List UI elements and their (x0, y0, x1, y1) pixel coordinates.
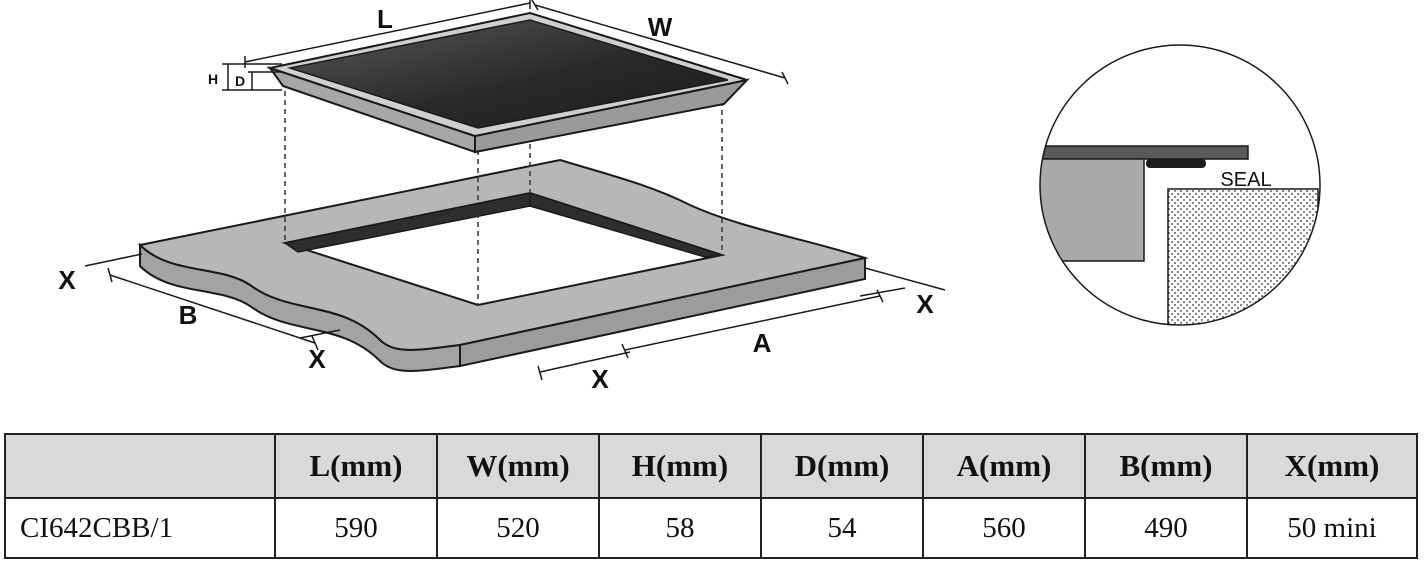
label-L: L (377, 4, 393, 34)
label-X-bottom-middle: X (591, 364, 609, 394)
dimension-labels: L W H D X B X X A X (58, 4, 934, 394)
label-X-bottom-left: X (308, 344, 326, 374)
header-h: H(mm) (598, 433, 762, 499)
seal-detail: SEAL (1039, 44, 1321, 326)
cell-b: 490 (1084, 497, 1248, 559)
label-B: B (179, 300, 198, 330)
projection-lines (284, 82, 723, 305)
detail-seal-strip (1146, 159, 1206, 168)
countertop-right-edge (459, 256, 866, 368)
cell-model: CI642CBB/1 (4, 497, 276, 559)
detail-hob-plate (1040, 145, 1249, 160)
hob (266, 11, 750, 154)
header-l: L(mm) (274, 433, 438, 499)
cell-d: 54 (760, 497, 924, 559)
cell-w: 520 (436, 497, 600, 559)
cell-l: 590 (274, 497, 438, 559)
dimension-lines (84, 0, 946, 381)
label-W: W (648, 12, 673, 42)
countertop (137, 158, 869, 372)
dimensions-table: L(mm) W(mm) H(mm) D(mm) A(mm) B(mm) X(mm… (4, 433, 1418, 559)
label-H: H (208, 71, 218, 87)
cell-a: 560 (922, 497, 1086, 559)
seal-label: SEAL (1220, 169, 1271, 191)
cell-x: 50 mini (1246, 497, 1418, 559)
header-a: A(mm) (922, 433, 1086, 499)
table-row: CI642CBB/1 590 520 58 54 560 490 50 mini (4, 497, 1418, 559)
installation-diagram: L W H D X B X X A X SEAL (58, 0, 1321, 394)
label-D: D (235, 73, 245, 89)
label-X-left: X (58, 265, 76, 295)
header-x: X(mm) (1246, 433, 1418, 499)
header-b: B(mm) (1084, 433, 1248, 499)
table-header-row: L(mm) W(mm) H(mm) D(mm) A(mm) B(mm) X(mm… (4, 433, 1418, 499)
label-X-right: X (916, 289, 934, 319)
header-w: W(mm) (436, 433, 600, 499)
label-A: A (753, 328, 772, 358)
detail-hob-body (1040, 158, 1145, 262)
header-model (4, 433, 276, 499)
cutout-right-wall (529, 191, 723, 258)
hob-glass (287, 19, 729, 129)
cell-h: 58 (598, 497, 762, 559)
header-d: D(mm) (760, 433, 924, 499)
